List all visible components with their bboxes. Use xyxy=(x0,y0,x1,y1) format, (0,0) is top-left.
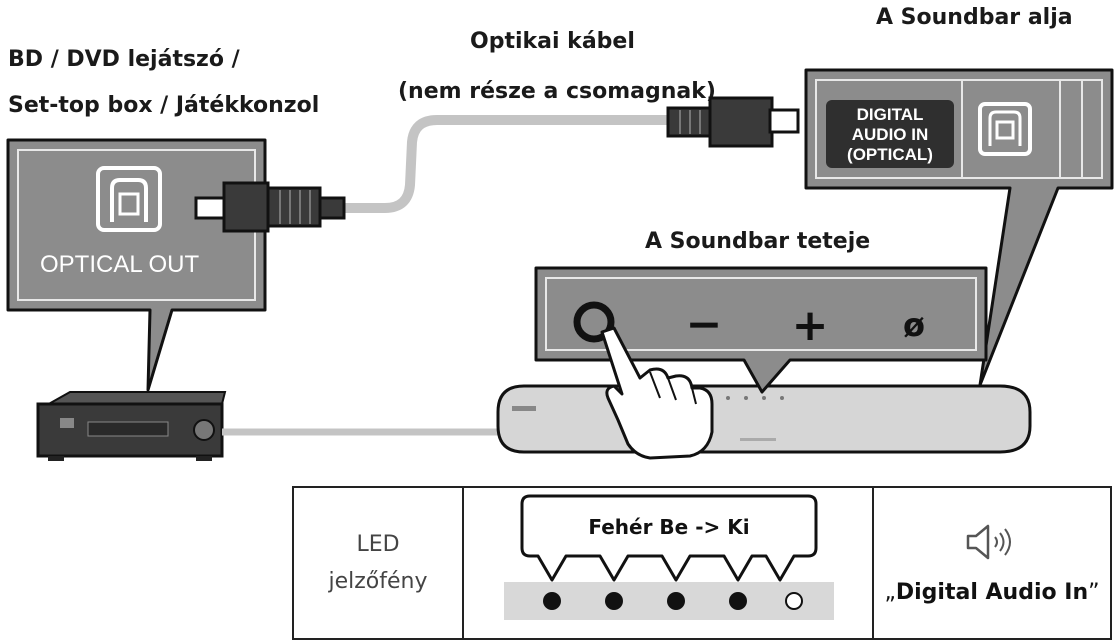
optical-plug-soundbar-icon xyxy=(666,96,800,148)
soundbar-bottom-label: A Soundbar alja xyxy=(876,5,1073,30)
cable-label-line1: Optikai kábel xyxy=(470,29,635,54)
source-device-label-line1: BD / DVD lejátszó / xyxy=(8,47,241,72)
led-indicator-table: LED jelzőfény Fehér Be -> Ki „Dig xyxy=(292,486,1112,640)
soundbar-top-callout xyxy=(534,266,988,394)
led-dot-2 xyxy=(605,592,623,610)
led-label-cell: LED jelzőfény xyxy=(292,486,464,640)
digital-audio-in-label-line1: DIGITAL xyxy=(857,105,924,124)
optical-out-label: OPTICAL OUT xyxy=(40,251,199,278)
led-display-cell: Fehér Be -> Ki xyxy=(462,486,874,640)
source-device-icon xyxy=(36,391,227,461)
optical-out-port-icon xyxy=(96,166,162,232)
led-dot-3 xyxy=(667,592,685,610)
hand-pointer-icon xyxy=(600,326,714,460)
display-quote-close: ” xyxy=(1088,579,1100,605)
optical-cable xyxy=(337,115,677,213)
digital-audio-in-label-line2: AUDIO IN xyxy=(852,125,929,144)
cable-label-line2: (nem része a csomagnak) xyxy=(398,79,716,104)
led-callout-bubble xyxy=(520,494,818,582)
digital-audio-in-label-line3: (OPTICAL) xyxy=(847,145,933,164)
led-strip-graphic: Fehér Be -> Ki xyxy=(504,494,834,620)
display-message-cell: „Digital Audio In” xyxy=(872,486,1112,640)
volume-down-button[interactable]: − xyxy=(686,299,723,350)
led-dot-4 xyxy=(729,592,747,610)
led-label-line2: jelzőfény xyxy=(328,569,428,594)
volume-up-button[interactable]: + xyxy=(792,300,829,351)
speaker-icon xyxy=(966,524,1011,559)
digital-audio-in-port-icon xyxy=(978,102,1032,156)
led-dot-1 xyxy=(543,592,561,610)
power-button-icon[interactable] xyxy=(573,301,615,343)
display-quote-open: „ xyxy=(884,579,896,605)
digital-audio-in-callout xyxy=(804,68,1114,387)
led-callout-text: Fehér Be -> Ki xyxy=(588,515,749,539)
led-dot-5 xyxy=(785,592,803,610)
source-device-label-line2: Set-top box / Játékkonzol xyxy=(8,93,319,118)
soundbar-icon xyxy=(496,384,1032,454)
led-label-line1: LED xyxy=(356,531,400,557)
mic-button[interactable]: ø xyxy=(903,306,925,344)
soundbar-top-label: A Soundbar teteje xyxy=(645,229,870,254)
display-message-text: Digital Audio In xyxy=(895,579,1089,605)
optical-plug-source-icon xyxy=(194,181,346,233)
